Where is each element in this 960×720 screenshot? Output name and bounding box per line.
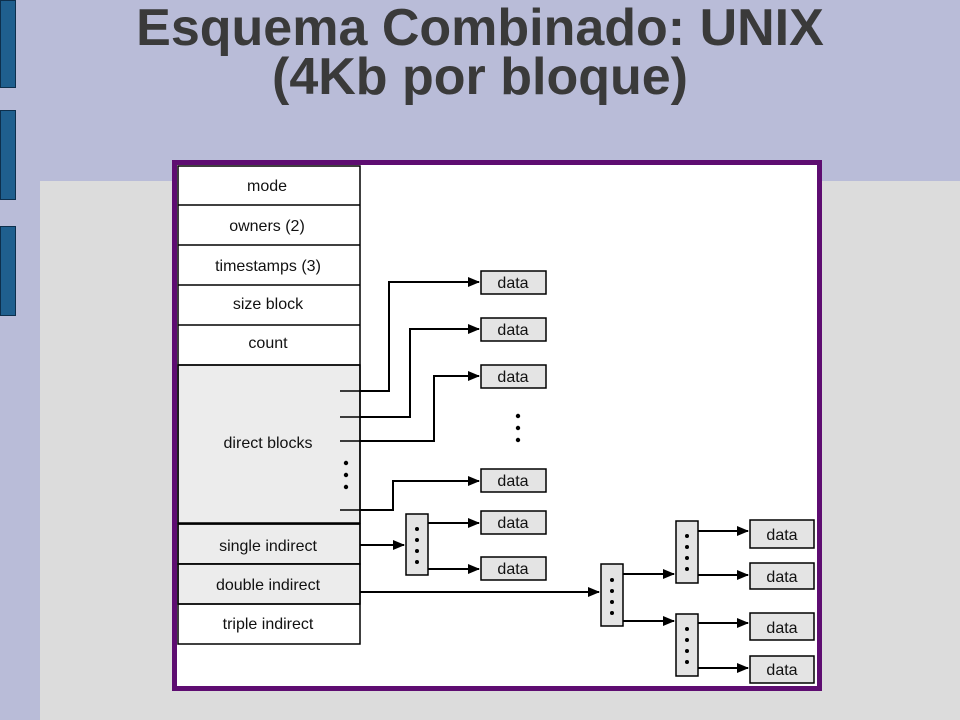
data-block-3 bbox=[480, 364, 547, 389]
double-indirect-second-level-1 bbox=[675, 520, 699, 584]
inode-table bbox=[177, 165, 361, 645]
data-block-1 bbox=[480, 270, 547, 295]
slide-title-line-2: (4Kb por bloque) bbox=[272, 48, 688, 106]
double-indirect-second-level-2 bbox=[675, 613, 699, 677]
inode-field-single-indirect: single indirect bbox=[219, 538, 317, 555]
single-indirect-arrows bbox=[360, 518, 480, 574]
data-block-4-label: data bbox=[497, 473, 528, 490]
data-block-2-label: data bbox=[497, 322, 528, 339]
inode-field-owners: owners (2) bbox=[229, 218, 305, 235]
data-block-3-label: data bbox=[497, 369, 528, 386]
single-indirect-block bbox=[405, 513, 429, 576]
data-block-6 bbox=[480, 556, 547, 581]
inode-field-direct-blocks: direct blocks bbox=[224, 435, 313, 452]
decorative-bar-2 bbox=[0, 110, 16, 200]
direct-blocks-ellipsis bbox=[343, 460, 349, 490]
data-block-10 bbox=[749, 655, 815, 684]
data-block-10-label: data bbox=[766, 662, 797, 679]
inode-field-mode: mode bbox=[247, 178, 287, 195]
data-block-8-label: data bbox=[766, 569, 797, 586]
data-block-6-label: data bbox=[497, 561, 528, 578]
data-blocks-ellipsis bbox=[515, 413, 521, 443]
data-block-7-label: data bbox=[766, 527, 797, 544]
direct-block-arrows bbox=[360, 277, 480, 511]
data-block-4 bbox=[480, 468, 547, 493]
decorative-bar-1 bbox=[0, 0, 16, 88]
slide-title-line-1: Esquema Combinado: UNIX bbox=[136, 0, 824, 57]
inode-field-size-block: size block bbox=[233, 296, 304, 313]
slide-title: Esquema Combinado: UNIX (4Kb por bloque) bbox=[0, 0, 960, 106]
data-block-9 bbox=[749, 612, 815, 641]
data-block-5 bbox=[480, 510, 547, 535]
double-indirect-arrows bbox=[360, 526, 749, 673]
inode-field-timestamps: timestamps (3) bbox=[215, 258, 321, 275]
data-block-9-label: data bbox=[766, 620, 797, 637]
data-block-2 bbox=[480, 317, 547, 342]
decorative-bar-3 bbox=[0, 226, 16, 316]
data-block-5-label: data bbox=[497, 515, 528, 532]
data-block-7 bbox=[749, 519, 815, 549]
double-indirect-block bbox=[600, 563, 624, 627]
data-block-8 bbox=[749, 562, 815, 590]
inode-field-double-indirect: double indirect bbox=[216, 577, 321, 594]
inode-field-count: count bbox=[248, 335, 288, 352]
data-block-1-label: data bbox=[497, 275, 528, 292]
inode-field-triple-indirect: triple indirect bbox=[223, 616, 314, 633]
